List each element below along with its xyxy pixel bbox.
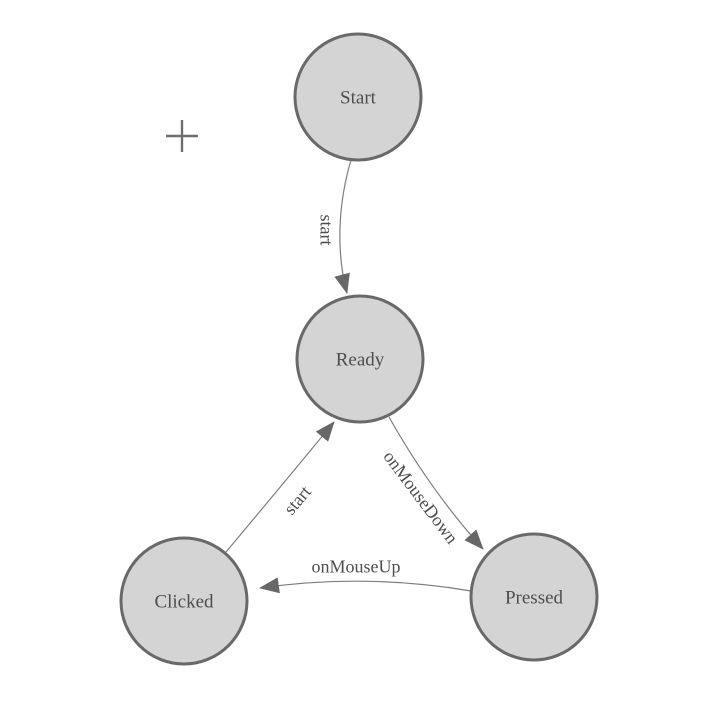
transition-label: onMouseUp xyxy=(312,556,401,576)
transition-label: start xyxy=(317,215,337,246)
state-node-ready[interactable]: Ready xyxy=(295,294,425,424)
transition-edge-start-to-ready[interactable]: start xyxy=(317,159,352,294)
state-node-start[interactable]: Start xyxy=(293,32,423,162)
transition-edge-ready-to-pressed[interactable]: onMouseDown xyxy=(379,416,484,550)
transition-edge-clicked-to-ready[interactable]: start xyxy=(225,421,335,553)
transition-label: onMouseDown xyxy=(379,447,462,548)
transition-edge-pressed-to-clicked[interactable]: onMouseUp xyxy=(259,556,472,594)
state-label: Ready xyxy=(336,350,385,371)
state-label: Clicked xyxy=(154,592,214,613)
state-node-pressed[interactable]: Pressed xyxy=(469,532,599,662)
state-label: Pressed xyxy=(505,588,564,609)
transition-label: start xyxy=(280,482,315,519)
state-label: Start xyxy=(340,88,377,109)
origin-crosshair-icon xyxy=(166,120,198,152)
state-node-clicked[interactable]: Clicked xyxy=(119,536,249,666)
